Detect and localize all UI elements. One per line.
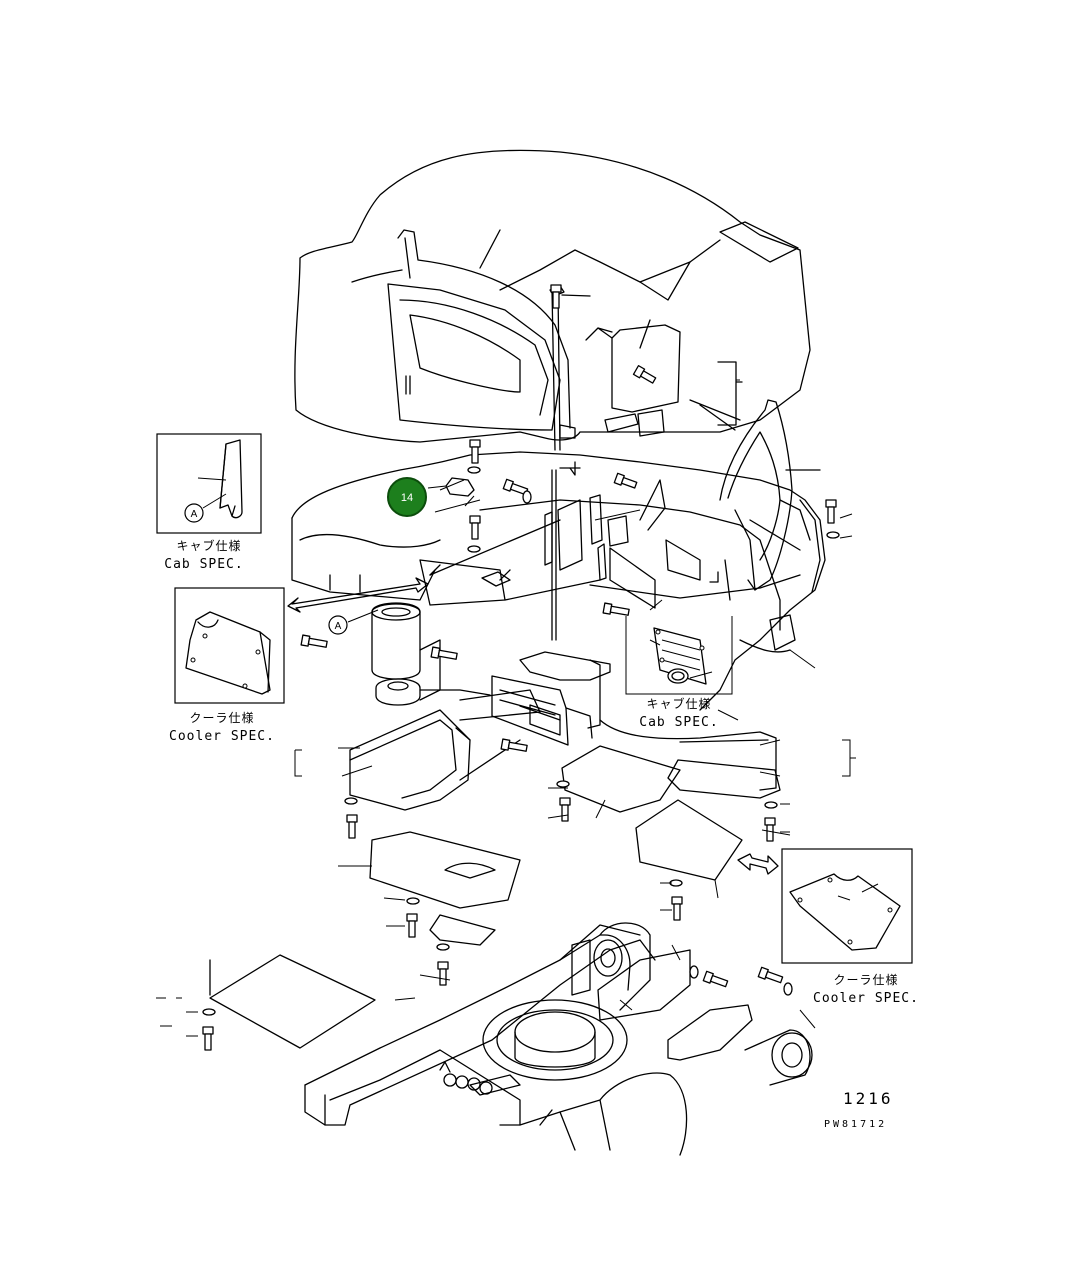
drawing-code: PW81712 — [824, 1119, 887, 1130]
inset-cab-left-ref: A — [191, 509, 198, 520]
ref-marker-a: A — [328, 609, 379, 635]
inset-cab-left-title-en: Cab SPEC. — [164, 557, 243, 572]
callout-14[interactable]: 14 — [387, 477, 427, 517]
center-hood — [491, 651, 777, 791]
inset-cooler-right-title-en: Cooler SPEC. — [813, 991, 919, 1006]
lower-chassis — [209, 922, 813, 1156]
inset-cab-spec-left: A キャブ仕様 Cab SPEC. — [156, 433, 262, 572]
washers — [202, 466, 840, 1016]
lower-covers-left — [349, 689, 541, 946]
inset-cab-left-title-jp: キャブ仕様 — [176, 538, 241, 553]
inset-cooler-spec-left: クーラ仕様 Cooler SPEC. — [169, 587, 285, 744]
upper-frame — [291, 451, 826, 711]
inset-cooler-spec-right: クーラ仕様 Cooler SPEC. — [781, 848, 919, 1006]
inset-cab-center-title-en: Cab SPEC. — [639, 715, 718, 730]
leader-lines — [156, 379, 856, 1037]
pivot-post — [371, 602, 491, 706]
inset-cooler-right-title-jp: クーラ仕様 — [833, 973, 898, 987]
interchange-arrow-right — [737, 853, 779, 875]
side-panel-right — [719, 399, 821, 591]
counterweight-cowl — [294, 149, 811, 443]
battery-box — [585, 319, 743, 437]
inset-cooler-left-title-jp: クーラ仕様 — [189, 711, 254, 725]
interchange-arrow-left — [287, 577, 429, 613]
part-14-cover — [427, 477, 475, 497]
inset-cooler-left-title-en: Cooler SPEC. — [169, 729, 275, 744]
brackets-mid — [419, 479, 701, 609]
inset-cab-spec-center: キャブ仕様 Cab SPEC. — [625, 616, 733, 730]
callout-14-badge[interactable] — [387, 477, 427, 517]
bolts — [202, 284, 837, 1051]
callout-14-label[interactable]: 14 — [401, 492, 413, 504]
lower-covers-right — [561, 745, 781, 881]
window-frame — [387, 229, 576, 439]
inset-cab-center-title-jp: キャブ仕様 — [646, 696, 711, 711]
ref-marker-label: A — [335, 621, 342, 632]
page-number: 1216 — [843, 1089, 894, 1108]
